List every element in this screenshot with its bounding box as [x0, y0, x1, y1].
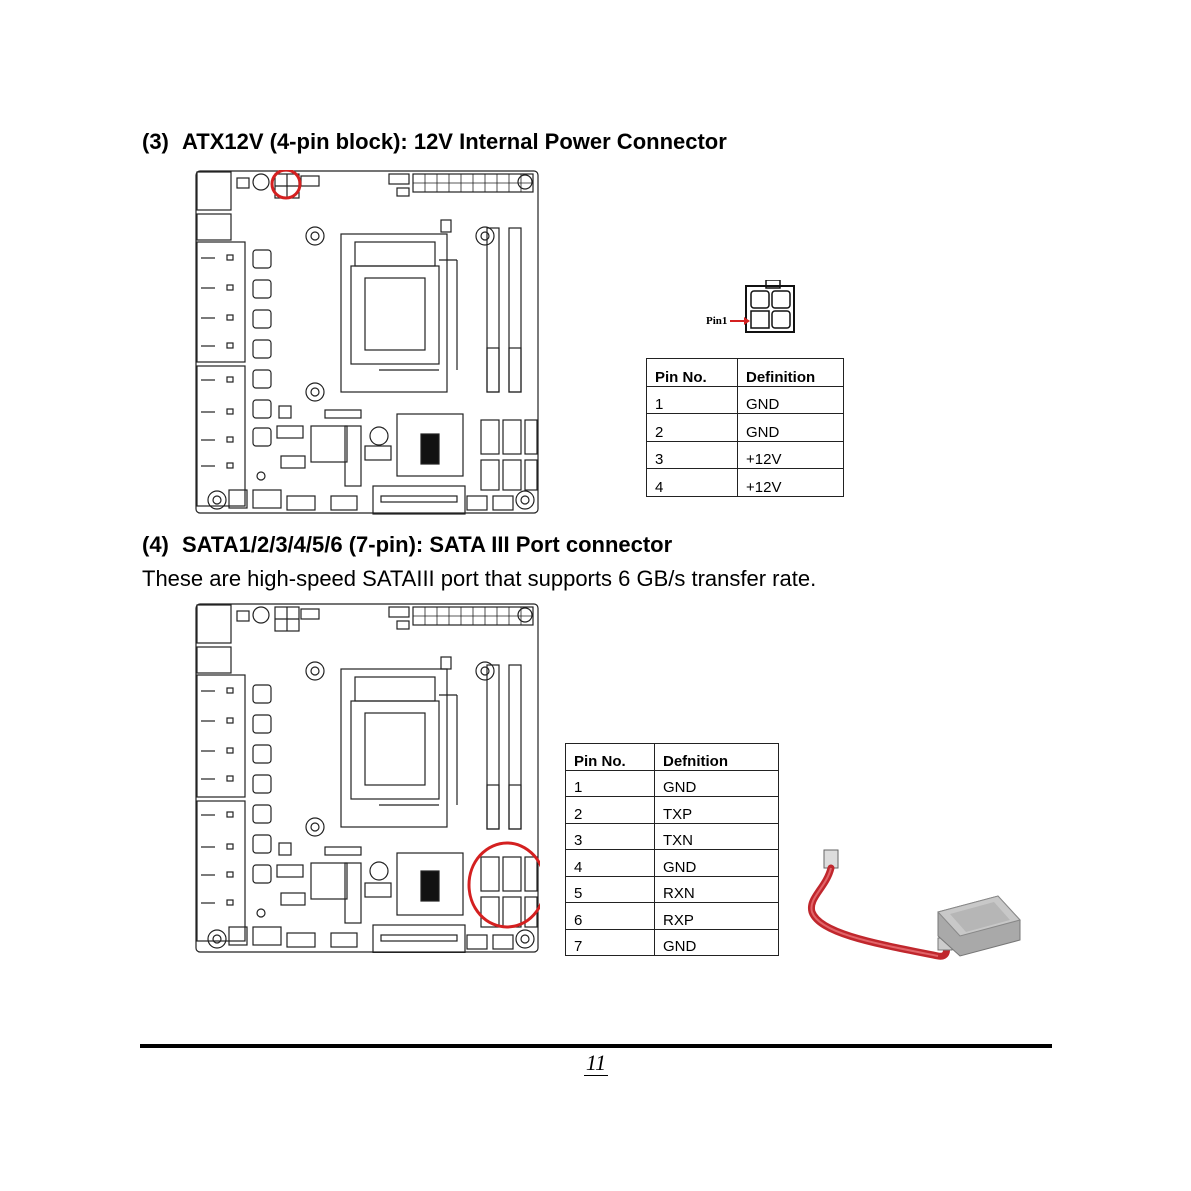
pin-cell: 3 [565, 822, 655, 850]
definition-cell: GND [654, 928, 779, 956]
definition-cell: GND [737, 413, 844, 442]
pin-cell: 3 [646, 440, 738, 469]
table-row: 4+12V [646, 468, 844, 497]
footer-rule [140, 1044, 1052, 1048]
sata-cable-image [807, 849, 1021, 960]
pin-cell: 4 [646, 468, 738, 497]
section4-number: (4) [142, 532, 169, 557]
definition-cell: +12V [737, 468, 844, 497]
pin1-label: Pin1 [706, 315, 728, 327]
definition-cell: TXP [654, 796, 779, 824]
header-pin-no: Pin No. [646, 358, 738, 387]
definition-cell: RXP [654, 902, 779, 930]
motherboard-diagram-atx12v [195, 170, 539, 515]
section4-title: SATA1/2/3/4/5/6 (7-pin): SATA III Port c… [182, 532, 673, 557]
pin-cell: 6 [565, 902, 655, 930]
pin-cell: 5 [565, 875, 655, 903]
section4-heading: (4) SATA1/2/3/4/5/6 (7-pin): SATA III Por… [142, 532, 672, 558]
section3-number: (3) [142, 129, 169, 154]
pin-cell: 1 [646, 385, 738, 414]
header-definition: Definition [737, 358, 844, 387]
pin-cell: 1 [565, 769, 655, 797]
pin-cell: 4 [565, 849, 655, 877]
table-row: 3+12V [646, 440, 844, 469]
section3-title: ATX12V (4-pin block): 12V Internal Power… [182, 129, 727, 154]
definition-cell: GND [654, 849, 779, 877]
definition-cell: GND [737, 385, 844, 414]
page-number-text: 11 [583, 1050, 609, 1076]
pin-cell: 2 [565, 796, 655, 824]
definition-cell: RXN [654, 875, 779, 903]
table-header-row: Pin No. Definition [646, 358, 844, 387]
definition-cell: GND [654, 769, 779, 797]
page-number: 11 [560, 1050, 632, 1076]
motherboard-diagram-sata [195, 603, 540, 953]
header-pin-no: Pin No. [565, 743, 655, 771]
pin-cell: 2 [646, 413, 738, 442]
section3-heading: (3) ATX12V (4-pin block): 12V Internal Po… [142, 129, 727, 155]
section4-description: These are high-speed SATAIII port that s… [142, 566, 817, 591]
table-header-row: Pin No. Defnition [565, 743, 779, 771]
definition-cell: +12V [737, 440, 844, 469]
header-definition: Defnition [654, 743, 779, 771]
pin-cell: 7 [565, 928, 655, 956]
atx12v-connector-icon: Pin1 [704, 279, 804, 345]
definition-cell: TXN [654, 822, 779, 850]
